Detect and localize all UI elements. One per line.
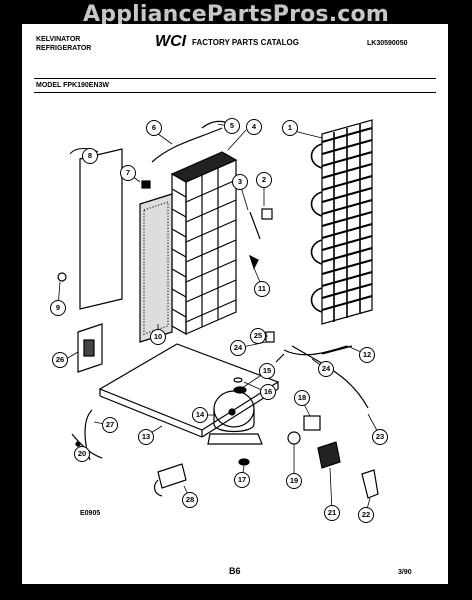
callout-24-upper: 24 bbox=[230, 340, 246, 356]
base-plate bbox=[98, 343, 280, 438]
callout-5: 5 bbox=[224, 118, 240, 134]
site-watermark: AppliancePartsPros.com bbox=[83, 2, 389, 27]
bracket bbox=[77, 323, 103, 373]
catalog-title: FACTORY PARTS CATALOG bbox=[192, 38, 299, 47]
callout-14: 14 bbox=[192, 407, 208, 423]
wiring-harness bbox=[275, 345, 369, 409]
relay-overload bbox=[287, 415, 341, 469]
exploded-view-drawing bbox=[57, 119, 381, 514]
callout-21: 21 bbox=[324, 505, 340, 521]
callout-26: 26 bbox=[52, 352, 68, 368]
condenser-coil bbox=[310, 119, 373, 325]
callout-20: 20 bbox=[74, 446, 90, 462]
callout-23: 23 bbox=[372, 429, 388, 445]
callout-2: 2 bbox=[256, 172, 272, 188]
callout-3: 3 bbox=[232, 174, 248, 190]
page-number: B6 bbox=[229, 566, 241, 576]
callout-12: 12 bbox=[359, 347, 375, 363]
callout-19: 19 bbox=[286, 473, 302, 489]
model-number: MODEL FPK190EN3W bbox=[36, 82, 109, 89]
cord-bracket bbox=[361, 469, 379, 499]
insulation-pad bbox=[139, 193, 173, 343]
callout-1: 1 bbox=[282, 120, 298, 136]
callout-10: 10 bbox=[150, 329, 166, 345]
callout-18: 18 bbox=[294, 390, 310, 406]
callout-4: 4 bbox=[246, 119, 262, 135]
callout-22: 22 bbox=[358, 507, 374, 523]
callout-16: 16 bbox=[260, 384, 276, 400]
compressor bbox=[207, 390, 263, 445]
catalog-number: LK30590050 bbox=[367, 40, 408, 47]
grommets bbox=[233, 331, 275, 466]
callout-15: 15 bbox=[259, 363, 275, 379]
callout-27: 27 bbox=[102, 417, 118, 433]
header-rule bbox=[34, 78, 436, 79]
callout-28: 28 bbox=[182, 492, 198, 508]
callout-8: 8 bbox=[82, 148, 98, 164]
capacitor bbox=[153, 463, 187, 497]
callout-17: 17 bbox=[234, 472, 250, 488]
callout-13: 13 bbox=[138, 429, 154, 445]
callout-24-lower: 24 bbox=[318, 361, 334, 377]
callout-25: 25 bbox=[250, 328, 266, 344]
product-type: REFRIGERATOR bbox=[36, 45, 92, 52]
brand-name: KELVINATOR bbox=[36, 36, 81, 43]
parts-diagram-sheet: KELVINATOR REFRIGERATOR WCI FACTORY PART… bbox=[22, 24, 448, 584]
wci-logo: WCI bbox=[155, 33, 187, 48]
evaporator-assembly bbox=[170, 151, 238, 336]
svg-text:WCI: WCI bbox=[155, 33, 187, 48]
revision-date: 3/90 bbox=[398, 569, 412, 576]
callout-7: 7 bbox=[120, 165, 136, 181]
model-rule bbox=[34, 92, 436, 93]
drawing-code: E0905 bbox=[80, 510, 101, 517]
callout-6: 6 bbox=[146, 120, 162, 136]
wire-loop bbox=[57, 148, 123, 310]
small-parts-right bbox=[248, 208, 273, 270]
callout-9: 9 bbox=[50, 300, 66, 316]
callout-11: 11 bbox=[254, 281, 270, 297]
